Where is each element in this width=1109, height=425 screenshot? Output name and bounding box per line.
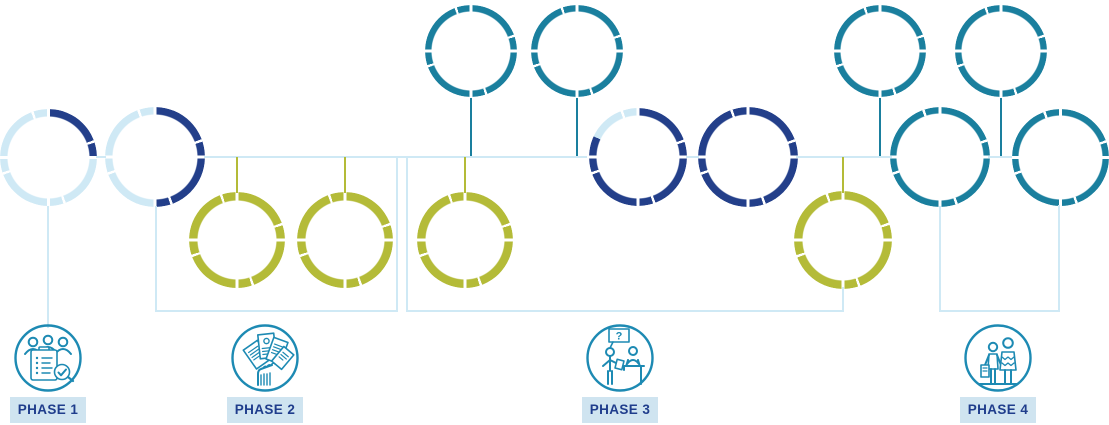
- box-a-right: [396, 157, 398, 312]
- selected-candidates-icon: [964, 324, 1032, 392]
- applications-hand-icon: [231, 324, 299, 392]
- stem-top-d: [1000, 98, 1002, 156]
- connector-p1a-p1b: [96, 156, 106, 158]
- ring-top-c: [834, 5, 926, 97]
- stem-top-b: [576, 98, 578, 156]
- ring-phase3-b: [698, 107, 798, 207]
- phase-2-label: PHASE 2: [227, 397, 303, 423]
- stem-phase2-c: [464, 157, 466, 193]
- stem-top-c: [879, 98, 881, 156]
- ring-phase4-b: [1011, 108, 1109, 206]
- ring-top-d: [955, 5, 1047, 97]
- question-mark: ?: [616, 331, 623, 343]
- phase-2-group: PHASE 2: [227, 322, 303, 423]
- ring-phase3-a: [589, 108, 687, 206]
- phase-3-group: ? PHASE 3: [582, 322, 658, 423]
- box-b-bottom: [406, 310, 844, 312]
- connector-p3a-p3b: [686, 156, 699, 158]
- stem-phase2-a: [236, 157, 238, 193]
- ring-top-a: [425, 5, 517, 97]
- box-b-left: [406, 157, 408, 312]
- phase-3-label: PHASE 3: [582, 397, 658, 423]
- stem-phase3-c: [842, 157, 844, 193]
- ring-phase4-a: [890, 107, 990, 207]
- phase-4-label: PHASE 4: [960, 397, 1036, 423]
- ring-phase1-b: [105, 107, 205, 207]
- phase-4-group: PHASE 4: [960, 322, 1036, 423]
- stem-top-a: [470, 98, 472, 156]
- stem-phase2-b: [344, 157, 346, 193]
- box-a-bottom: [155, 310, 398, 312]
- panel-review-icon: [14, 324, 82, 392]
- phase-1-group: PHASE 1: [10, 322, 86, 423]
- stem-phase1-icon: [47, 206, 49, 328]
- box-c-right: [1058, 205, 1060, 312]
- ring-top-b: [531, 5, 623, 97]
- box-c-left: [939, 206, 941, 312]
- interview-question-icon: ?: [586, 324, 654, 392]
- ring-phase2-a: [189, 192, 285, 288]
- main-line-left: [204, 156, 587, 158]
- phase-1-label: PHASE 1: [10, 397, 86, 423]
- ring-phase3-c: [794, 191, 892, 289]
- stem-phase3-c-low: [842, 287, 844, 312]
- connector-p4a-p4b: [988, 156, 1012, 158]
- box-a-left: [155, 206, 157, 312]
- main-line-right: [796, 156, 892, 158]
- ring-phase2-c: [417, 192, 513, 288]
- box-c-bottom: [939, 310, 1060, 312]
- ring-phase2-b: [297, 192, 393, 288]
- ring-phase1-a: [0, 108, 97, 206]
